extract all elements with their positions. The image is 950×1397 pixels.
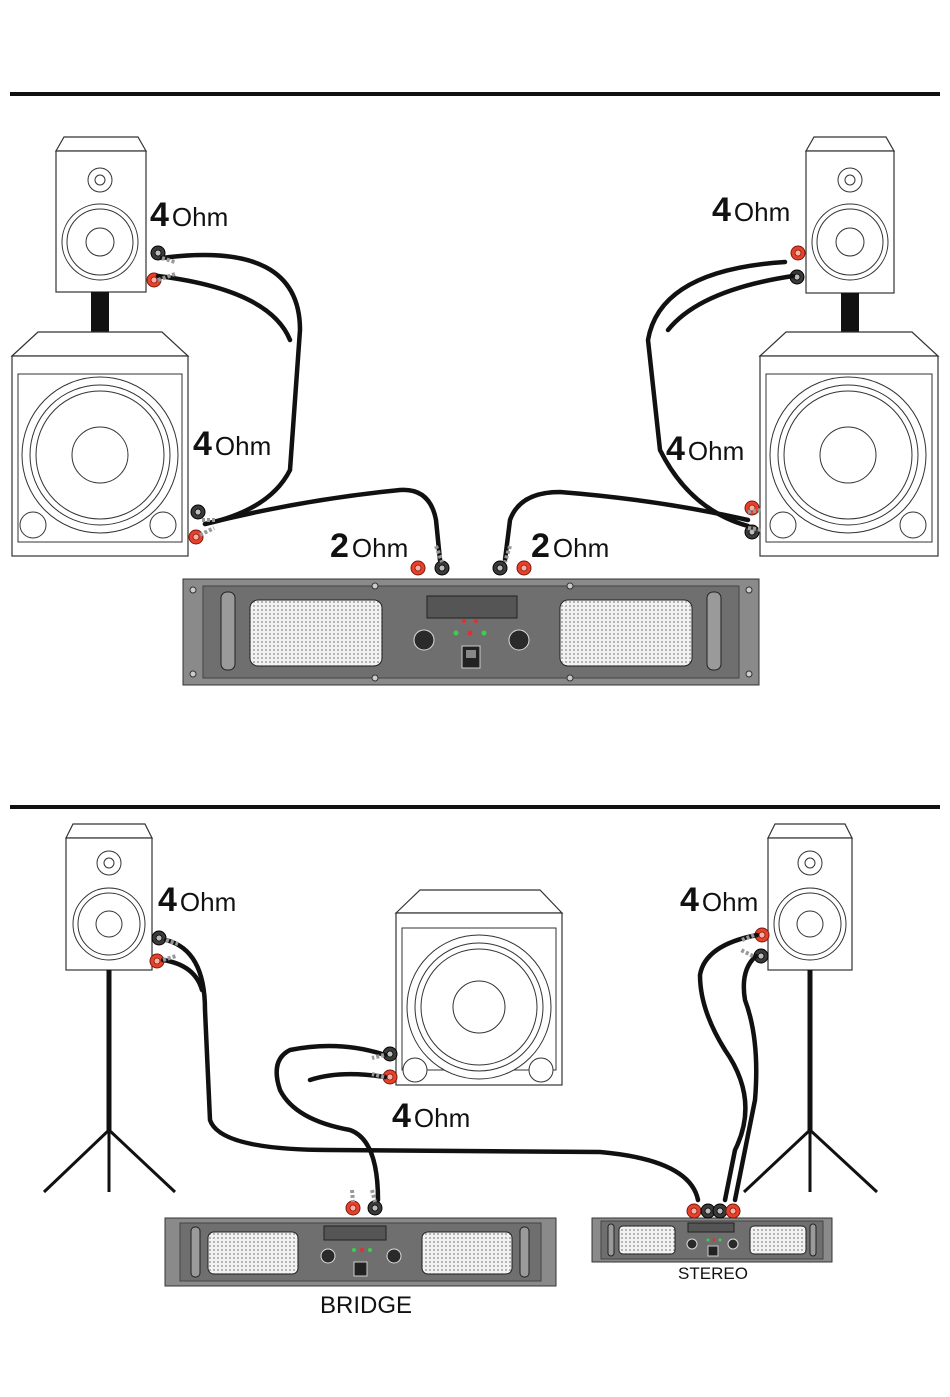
terminal-red (346, 1201, 360, 1215)
speaker-on-stand-left (44, 824, 175, 1192)
terminal-black (435, 561, 449, 575)
stereo-caption: STEREO (678, 1264, 748, 1283)
satellite-speaker-top-right (790, 137, 894, 293)
terminal-red (726, 1204, 740, 1218)
terminal-black (191, 505, 205, 519)
terminal-red (745, 501, 759, 515)
amplifier-fig1 (183, 561, 759, 685)
cable-ends-fig1 (158, 258, 762, 562)
terminal-red (791, 246, 805, 260)
subwoofer-center (383, 890, 562, 1085)
speaker-on-stand-right (744, 824, 877, 1192)
terminal-red (189, 530, 203, 544)
terminal-red (517, 561, 531, 575)
terminal-red (687, 1204, 701, 1218)
amplifier-stereo (592, 1204, 832, 1262)
terminal-red (411, 561, 425, 575)
terminal-black (152, 931, 166, 945)
bridge-caption: BRIDGE (320, 1292, 412, 1319)
subwoofer-right (745, 332, 938, 556)
terminal-black (713, 1204, 727, 1218)
terminal-black (368, 1201, 382, 1215)
amplifier-bridge (165, 1201, 556, 1286)
subwoofer-left (12, 332, 205, 556)
cables-fig1 (158, 255, 793, 560)
satellite-speaker-top-left (56, 137, 165, 292)
terminal-black (493, 561, 507, 575)
